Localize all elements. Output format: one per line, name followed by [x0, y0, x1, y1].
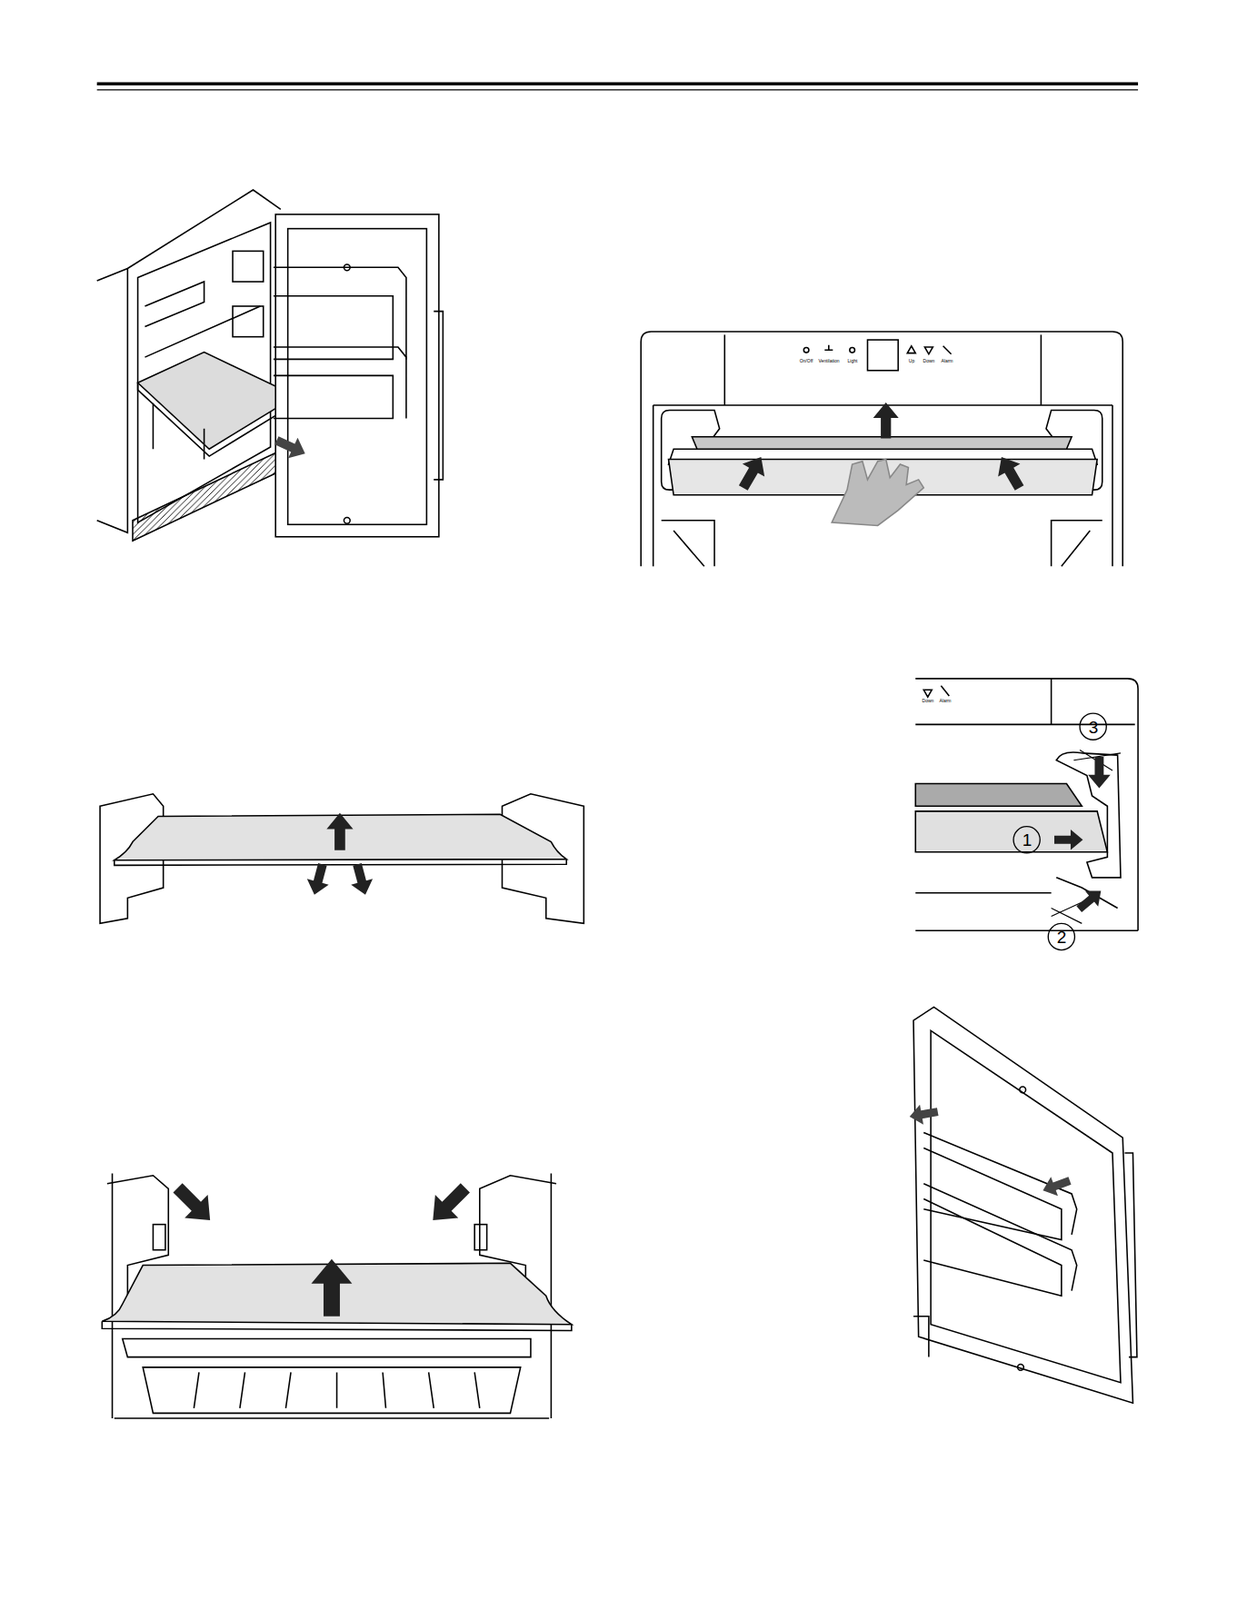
control-label: Down [922, 698, 935, 704]
door-bin-figure [1124, 1153, 1137, 1358]
fridge-open-figure [273, 267, 407, 360]
door-bin-figure [1017, 1364, 1025, 1371]
shelf-lift-figure [114, 859, 567, 867]
shelf-drawer-figure [101, 1321, 572, 1331]
fridge-open-figure [232, 306, 264, 338]
door-bin-figure [913, 1316, 929, 1358]
control-panel-figure [867, 339, 898, 371]
control-panel-figure [849, 347, 856, 353]
header-rule [97, 82, 1138, 86]
shelf-drawer-figure [122, 1338, 531, 1357]
fridge-open-figure [138, 352, 297, 450]
shelf-insert-detail [915, 811, 1108, 853]
control-panel-figure [1111, 405, 1114, 567]
control-label: Light [847, 359, 858, 364]
shelf-drawer-figure [142, 1367, 520, 1415]
direction-arrow [326, 813, 353, 851]
direction-arrow [1039, 1171, 1074, 1201]
header-rule [97, 83, 1138, 90]
fridge-open-figure [132, 448, 284, 541]
fridge-open-figure [343, 517, 350, 524]
fridge-open-figure [144, 281, 260, 358]
shelf-insert-detail [1051, 908, 1083, 925]
control-panel-figure [824, 345, 833, 351]
control-panel-figure [803, 347, 809, 353]
direction-arrow [732, 450, 773, 495]
shelf-drawer-figure [193, 1372, 479, 1408]
shelf-insert-detail [1013, 827, 1040, 854]
shelf-lift-figure [99, 794, 584, 925]
shelf-insert-detail [1056, 752, 1121, 878]
callout-number: 2 [1057, 928, 1068, 947]
shelf-insert-detail [923, 686, 949, 698]
direction-arrow [1072, 883, 1108, 918]
door-bin-figure [1019, 1087, 1027, 1094]
direction-arrow [303, 861, 334, 898]
control-panel-figure [691, 437, 1072, 449]
door-bin-figure [930, 1030, 1121, 1383]
fridge-open-figure [343, 264, 350, 271]
shelf-insert-detail [1050, 678, 1053, 726]
control-panel-figure [652, 405, 655, 567]
fridge-open-figure [433, 311, 443, 480]
shelf-insert-detail [1047, 923, 1075, 950]
shelf-drawer-figure [474, 1225, 487, 1251]
control-label: Ventilation [818, 359, 839, 364]
shelf-insert-detail [1079, 713, 1107, 740]
callout-number: 3 [1088, 718, 1099, 737]
control-panel-figure [661, 520, 1103, 568]
control-panel-figure [640, 331, 1123, 567]
control-panel-figure [640, 331, 1123, 567]
control-label: On/Off [799, 359, 814, 364]
control-panel-figure [907, 346, 951, 355]
control-label: Up [908, 359, 915, 364]
fridge-open-figure [273, 347, 407, 419]
direction-arrow [421, 1177, 478, 1233]
direction-arrow [990, 450, 1031, 495]
shelf-insert-detail [915, 784, 1082, 808]
door-bin-figure [923, 1133, 1077, 1241]
direction-arrow [873, 402, 899, 439]
direction-arrow [166, 1177, 222, 1233]
door-bin-figure [913, 1007, 1133, 1404]
direction-arrow [271, 429, 310, 464]
direction-arrow [907, 1102, 940, 1128]
header-rule [97, 89, 1138, 90]
control-panel-figure [1040, 334, 1043, 405]
shelf-drawer-figure [152, 1225, 165, 1251]
shelf-drawer-figure [114, 1417, 549, 1420]
control-panel-figure [831, 458, 924, 526]
shelf-insert-detail [915, 678, 1138, 951]
direction-arrow [310, 1259, 352, 1317]
fridge-open-figure [138, 382, 297, 457]
door-bin-figure [923, 1184, 1077, 1297]
direction-arrow [346, 861, 377, 898]
control-label: Alarm [940, 359, 953, 364]
shelf-drawer-figure [101, 1173, 572, 1419]
control-panel-figure [653, 404, 1113, 407]
door-bin-figure [913, 1007, 1138, 1404]
direction-arrow [1054, 829, 1083, 850]
direction-arrow [1087, 757, 1111, 789]
shelf-insert-detail [915, 678, 1138, 931]
control-panel-figure [723, 334, 726, 405]
shelf-insert-detail [915, 724, 1135, 727]
fridge-open-figure [232, 250, 264, 282]
control-label: Down [923, 359, 936, 364]
control-label: Alarm [938, 698, 951, 704]
fridge-open-figure [97, 189, 444, 541]
fridge-open-figure [152, 403, 204, 460]
callout-number: 1 [1022, 831, 1033, 849]
